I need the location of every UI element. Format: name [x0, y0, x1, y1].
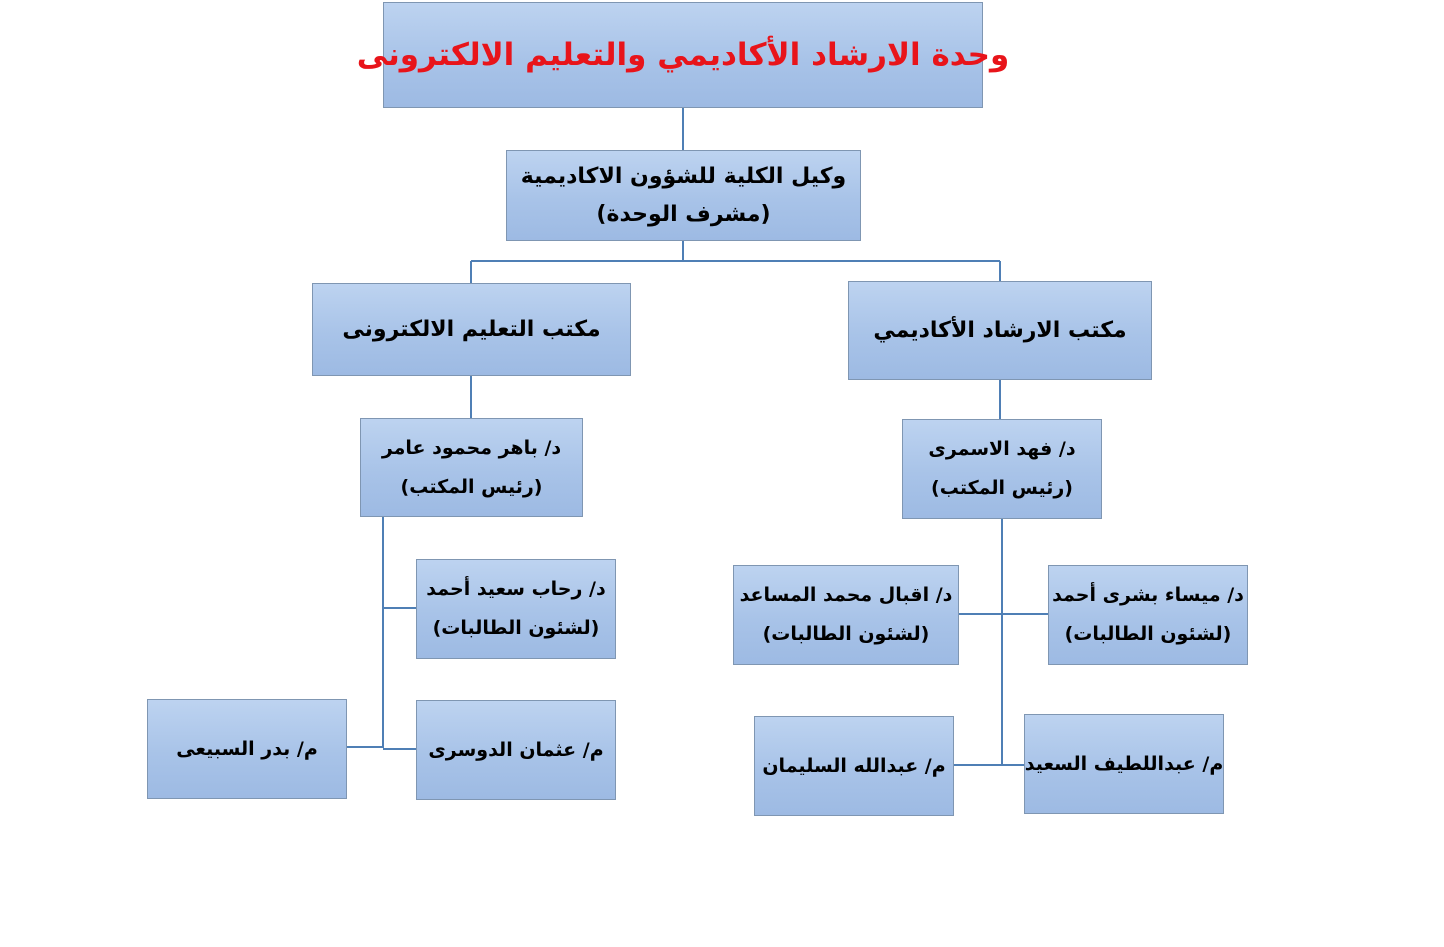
elearning-head-role: (رئيس المكتب)	[400, 475, 543, 498]
elearning-head-box: د/ باهر محمود عامر (رئيس المكتب)	[360, 418, 583, 517]
advising-office-box: مكتب الارشاد الأكاديمي	[848, 281, 1152, 380]
member-iqbal-role: (لشئون الطالبات)	[762, 623, 930, 645]
member-badr-box: م/ بدر السبيعى	[147, 699, 347, 799]
member-maysa-name: د/ ميساء بشرى أحمد	[1052, 584, 1244, 606]
member-abdulatif-box: م/ عبداللطيف السعيد	[1024, 714, 1224, 814]
unit-title-box: وحدة الارشاد الأكاديمي والتعليم الالكترو…	[357, 2, 1009, 108]
member-abdulatif-name: م/ عبداللطيف السعيد	[1024, 752, 1224, 775]
advising-head-role: (رئيس المكتب)	[931, 477, 1073, 499]
member-abdullah-name: م/ عبدالله السليمان	[762, 754, 946, 777]
elearning-head-name: د/ باهر محمود عامر	[381, 436, 562, 459]
member-badr-name: م/ بدر السبيعى	[176, 737, 318, 760]
deputy-role: (مشرف الوحدة)	[596, 201, 771, 227]
elearning-office-name: مكتب التعليم الالكترونى	[342, 317, 601, 342]
member-rehab-box: د/ رحاب سعيد أحمد (لشئون الطالبات)	[416, 559, 616, 659]
elearning-office-box: مكتب التعليم الالكترونى	[312, 283, 631, 376]
member-othman-name: م/ عثمان الدوسرى	[428, 738, 604, 761]
member-othman-box: م/ عثمان الدوسرى	[416, 700, 616, 800]
member-maysa-role: (لشئون الطالبات)	[1064, 623, 1232, 645]
member-maysa-box: د/ ميساء بشرى أحمد (لشئون الطالبات)	[1048, 565, 1248, 665]
unit-title: وحدة الارشاد الأكاديمي والتعليم الالكترو…	[356, 37, 1010, 73]
advising-office-name: مكتب الارشاد الأكاديمي	[873, 318, 1127, 343]
deputy-title: وكيل الكلية للشؤون الاكاديمية	[520, 163, 847, 189]
member-iqbal-name: د/ اقبال محمد المساعد	[739, 584, 953, 606]
member-rehab-name: د/ رحاب سعيد أحمد	[426, 578, 606, 600]
deputy-box: وكيل الكلية للشؤون الاكاديمية (مشرف الوح…	[506, 150, 861, 241]
member-rehab-role: (لشئون الطالبات)	[432, 617, 600, 639]
member-abdullah-box: م/ عبدالله السليمان	[754, 716, 954, 816]
advising-head-name: د/ فهد الاسمرى	[928, 438, 1076, 460]
member-iqbal-box: د/ اقبال محمد المساعد (لشئون الطالبات)	[733, 565, 959, 665]
advising-head-box: د/ فهد الاسمرى (رئيس المكتب)	[902, 419, 1102, 519]
